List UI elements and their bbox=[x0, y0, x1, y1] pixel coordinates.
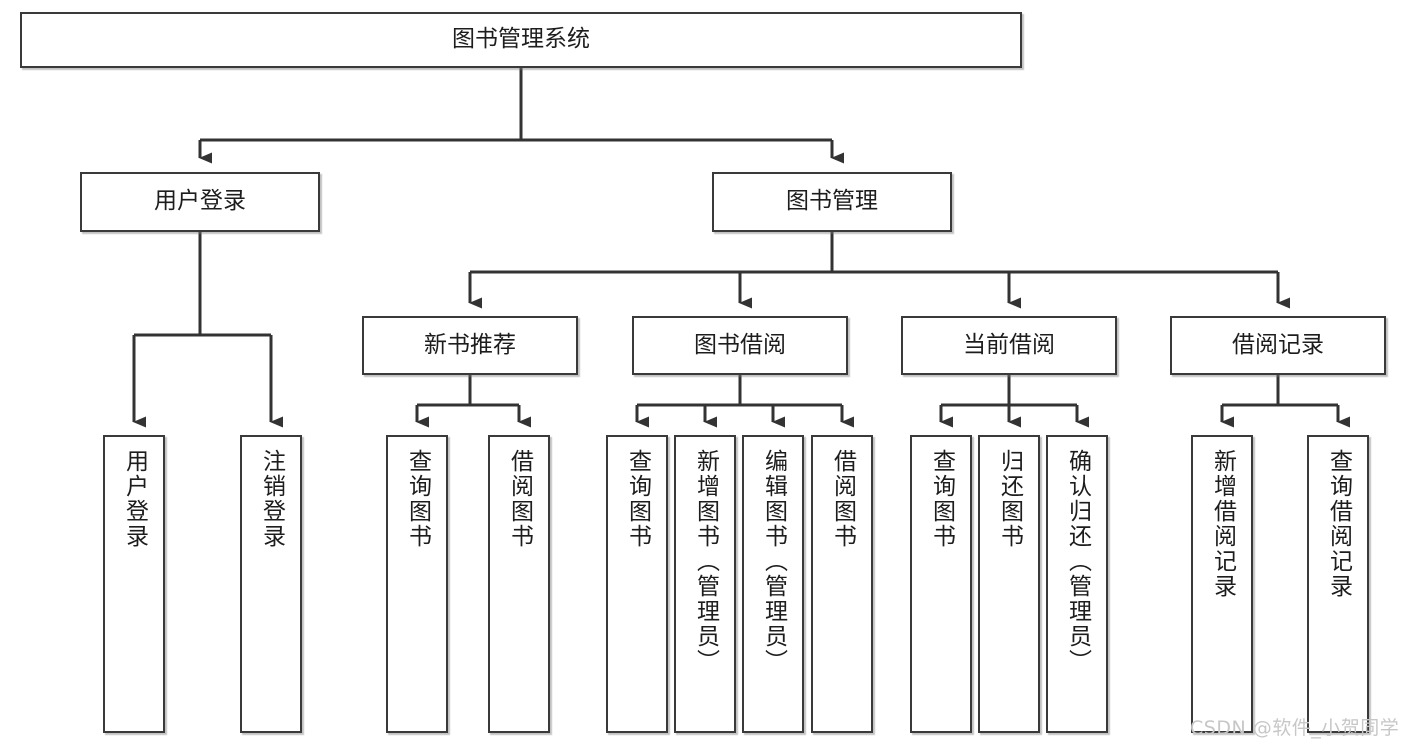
leaf-query-book-borrow[interactable]: 查询图书 bbox=[606, 435, 668, 733]
node-label: 图书管理 bbox=[786, 188, 878, 215]
node-label: 查询图书 bbox=[404, 449, 431, 549]
leaf-user-login[interactable]: 用户登录 bbox=[103, 435, 165, 733]
node-current-borrow[interactable]: 当前借阅 bbox=[901, 316, 1117, 375]
leaf-borrow-book-recommend[interactable]: 借阅图书 bbox=[488, 435, 550, 733]
node-label: 确认归还（管理员） bbox=[1064, 449, 1091, 674]
node-book-borrow[interactable]: 图书借阅 bbox=[632, 316, 848, 375]
leaf-borrow-book[interactable]: 借阅图书 bbox=[811, 435, 873, 733]
node-label: 编辑图书（管理员） bbox=[760, 449, 787, 674]
node-label: 用户登录 bbox=[121, 449, 148, 549]
node-label: 新书推荐 bbox=[424, 331, 516, 358]
node-label: 查询图书 bbox=[624, 449, 651, 549]
leaf-logout[interactable]: 注销登录 bbox=[240, 435, 302, 733]
node-label: 新增图书（管理员） bbox=[692, 449, 719, 674]
node-label: 借阅图书 bbox=[506, 449, 533, 549]
leaf-add-borrow-record[interactable]: 新增借阅记录 bbox=[1191, 435, 1253, 733]
node-borrow-record[interactable]: 借阅记录 bbox=[1170, 316, 1386, 375]
node-user-login[interactable]: 用户登录 bbox=[80, 172, 320, 232]
leaf-edit-book-admin[interactable]: 编辑图书（管理员） bbox=[742, 435, 804, 733]
node-label: 用户登录 bbox=[154, 188, 246, 215]
leaf-query-borrow-record[interactable]: 查询借阅记录 bbox=[1307, 435, 1369, 733]
node-label: 借阅记录 bbox=[1232, 331, 1324, 358]
leaf-query-book-current[interactable]: 查询图书 bbox=[910, 435, 972, 733]
node-label: 注销登录 bbox=[258, 449, 285, 549]
leaf-add-book-admin[interactable]: 新增图书（管理员） bbox=[674, 435, 736, 733]
csdn-watermark: CSDN @软件_小贺同学 bbox=[1190, 717, 1400, 739]
node-book-management[interactable]: 图书管理 bbox=[712, 172, 952, 232]
node-label: 查询借阅记录 bbox=[1325, 449, 1352, 599]
node-new-book-recommend[interactable]: 新书推荐 bbox=[362, 316, 578, 375]
node-label: 当前借阅 bbox=[963, 331, 1055, 358]
leaf-query-book-recommend[interactable]: 查询图书 bbox=[386, 435, 448, 733]
node-label: 图书借阅 bbox=[694, 331, 786, 358]
leaf-return-book[interactable]: 归还图书 bbox=[978, 435, 1040, 733]
node-label: 归还图书 bbox=[996, 449, 1023, 549]
node-label: 图书管理系统 bbox=[452, 26, 590, 53]
node-label: 新增借阅记录 bbox=[1209, 449, 1236, 599]
node-label: 查询图书 bbox=[928, 449, 955, 549]
node-root-system[interactable]: 图书管理系统 bbox=[20, 12, 1022, 68]
node-label: 借阅图书 bbox=[829, 449, 856, 549]
leaf-confirm-return-admin[interactable]: 确认归还（管理员） bbox=[1046, 435, 1108, 733]
